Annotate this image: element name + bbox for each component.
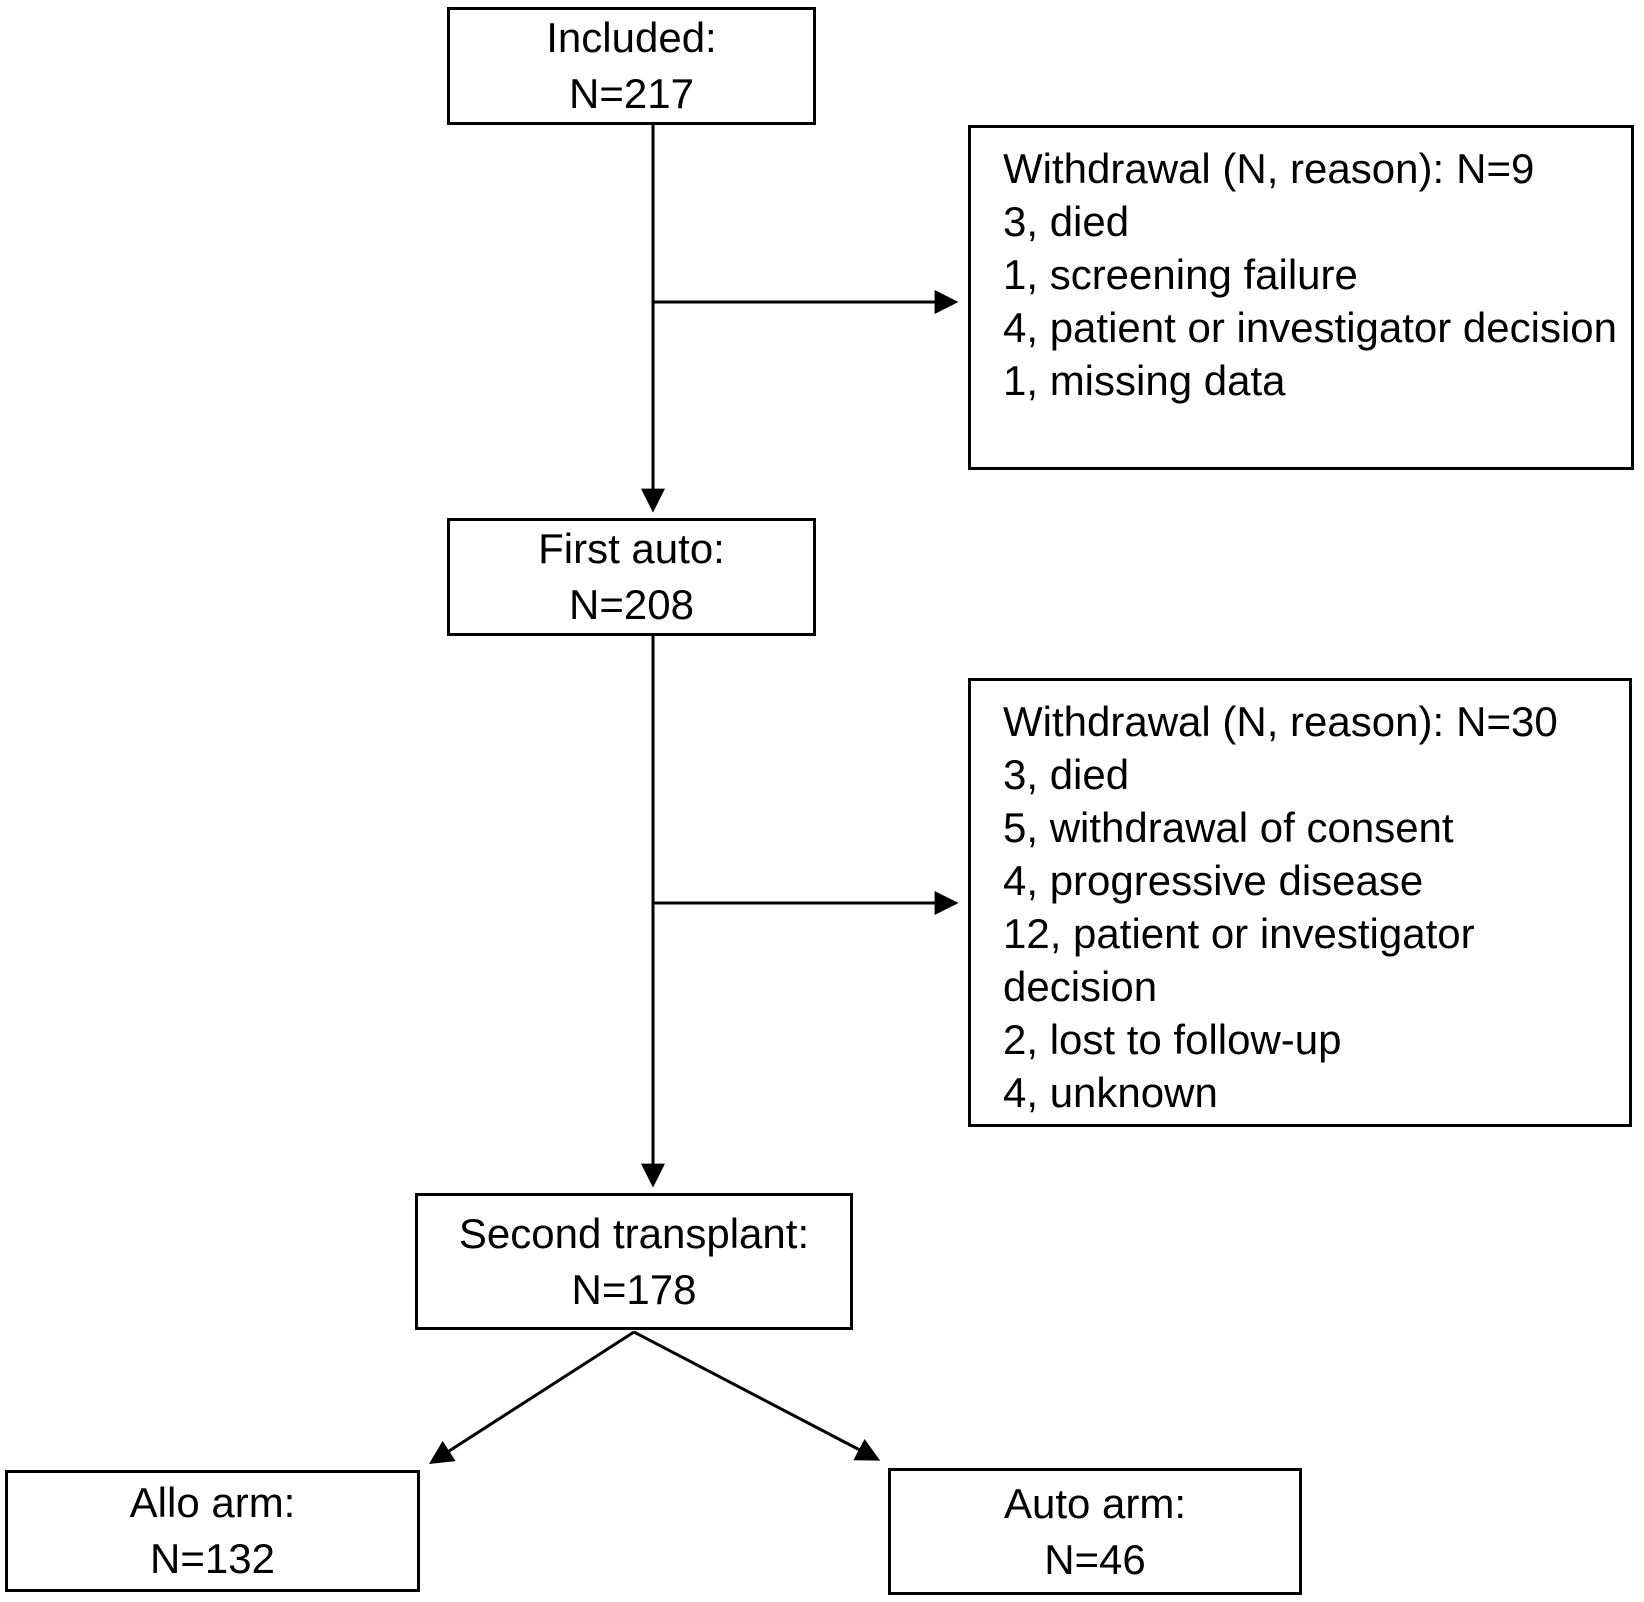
withdrawal-reason: 1, missing data (1003, 357, 1286, 404)
withdrawal-header: Withdrawal (N, reason): (1003, 698, 1445, 745)
withdrawal-header-line: Withdrawal (N, reason):N=9 (1003, 142, 1621, 195)
withdrawal-reason: 3, died (1003, 751, 1130, 798)
box-first-auto: First auto: N=208 (447, 518, 816, 636)
box-n: N=132 (150, 1535, 275, 1582)
box-title: Allo arm: (129, 1479, 296, 1526)
connector-second-transplant-to-auto-arm (633, 1330, 881, 1461)
withdrawal-reason: 4, progressive disease (1003, 857, 1424, 904)
box-n: N=178 (571, 1265, 697, 1313)
box-second-transplant: Second transplant: N=178 (415, 1193, 853, 1330)
withdrawal-header-line: Withdrawal (N, reason):N=30 (1003, 695, 1619, 748)
box-withdrawal-1: Withdrawal (N, reason):N=9 3, died 1, sc… (968, 125, 1634, 470)
withdrawal-header: Withdrawal (N, reason): (1003, 145, 1445, 192)
box-title: Second transplant: (458, 1209, 810, 1257)
withdrawal-reason: 3, died (1003, 198, 1130, 245)
box-n: N=208 (569, 581, 694, 628)
withdrawal-reason: 4, unknown (1003, 1069, 1218, 1116)
box-n: N=46 (1044, 1535, 1146, 1583)
box-title: Auto arm: (1003, 1479, 1187, 1527)
box-included: Included: N=217 (447, 7, 816, 125)
withdrawal-n: N=9 (1456, 145, 1535, 192)
withdrawal-reason: 12, patient or investigator decision (1003, 910, 1475, 1010)
withdrawal-reason: 2, lost to follow-up (1003, 1016, 1342, 1063)
withdrawal-reason: 4, patient or investigator decision (1003, 304, 1618, 351)
box-title: Included: (546, 14, 717, 61)
withdrawal-reason: 1, screening failure (1003, 251, 1358, 298)
box-title: First auto: (538, 525, 725, 572)
box-allo-arm: Allo arm: N=132 (5, 1470, 420, 1592)
box-auto-arm: Auto arm: N=46 (888, 1468, 1302, 1595)
connector-second-transplant-to-allo-arm (428, 1330, 635, 1464)
withdrawal-n: N=30 (1456, 698, 1558, 745)
box-withdrawal-2: Withdrawal (N, reason):N=30 3, died 5, w… (968, 678, 1632, 1127)
withdrawal-reason: 5, withdrawal of consent (1003, 804, 1454, 851)
box-n: N=217 (569, 70, 694, 117)
